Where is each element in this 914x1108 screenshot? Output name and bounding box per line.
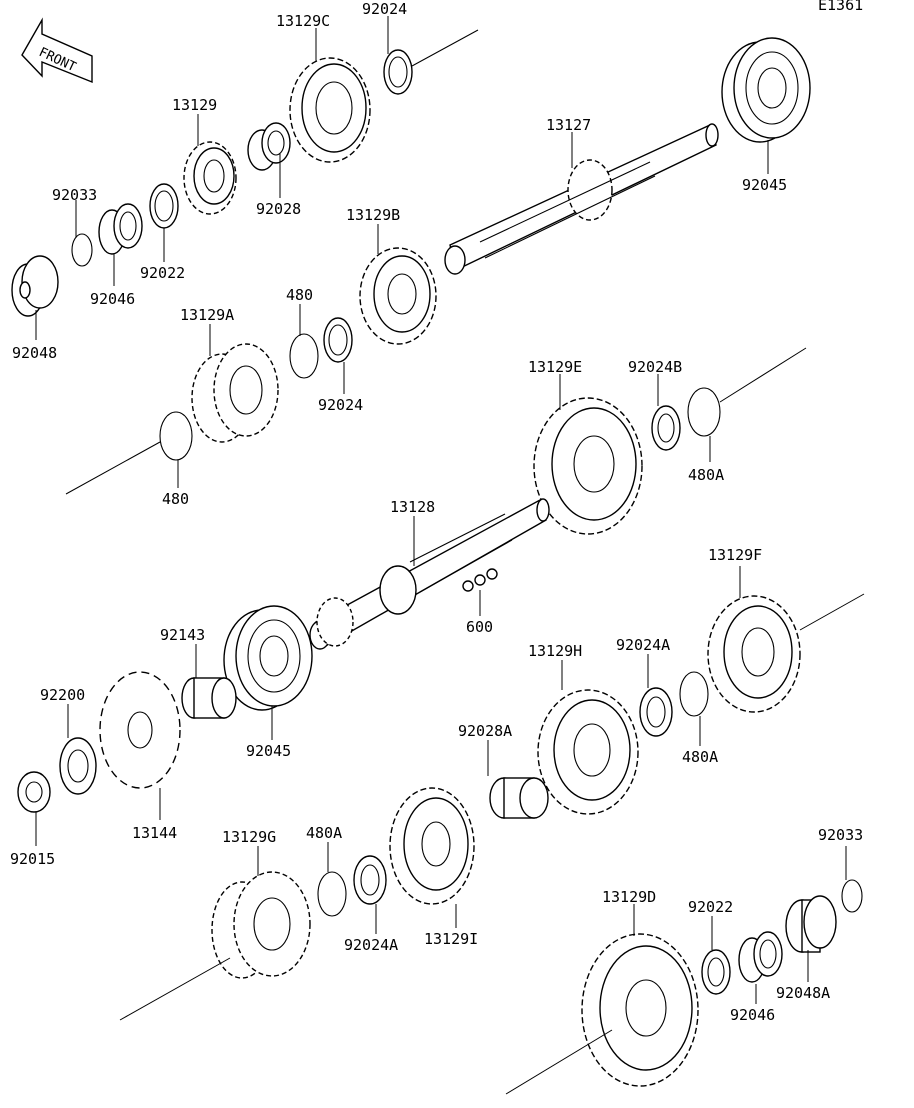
part-13129G[interactable] [211, 871, 311, 979]
part-92028A[interactable] [489, 777, 549, 819]
part-92045-top[interactable] [721, 37, 811, 143]
label-13129F: 13129F [708, 546, 762, 564]
label-600: 600 [466, 618, 493, 636]
label-92200: 92200 [40, 686, 85, 704]
label-92045-top: 92045 [742, 176, 787, 194]
part-480A-3[interactable] [317, 871, 347, 917]
diagram-code: E1361 [818, 0, 863, 14]
label-92022-bot: 92022 [688, 898, 733, 916]
part-92143[interactable] [181, 677, 237, 719]
label-92024-mid: 92024 [318, 396, 363, 414]
part-480-top[interactable] [289, 333, 319, 379]
part-13127[interactable] [444, 123, 719, 275]
label-480-mid: 480 [162, 490, 189, 508]
part-13129E[interactable] [533, 397, 643, 535]
label-13129A: 13129A [180, 306, 234, 324]
part-13129I[interactable] [389, 787, 475, 905]
label-13129H: 13129H [528, 642, 582, 660]
label-13129: 13129 [172, 96, 217, 114]
label-92015: 92015 [10, 850, 55, 868]
part-92022-top[interactable] [149, 183, 179, 229]
part-92200[interactable] [59, 737, 97, 795]
part-13129A[interactable] [191, 343, 279, 443]
label-480-top: 480 [286, 286, 313, 304]
label-13144: 13144 [132, 824, 177, 842]
label-13129I: 13129I [424, 930, 478, 948]
part-480A-1[interactable] [687, 387, 721, 437]
part-92046-top[interactable] [98, 203, 143, 255]
label-92143: 92143 [160, 626, 205, 644]
part-92046-bot[interactable] [738, 931, 783, 983]
part-480-mid[interactable] [159, 411, 193, 461]
label-92022-top: 92022 [140, 264, 185, 282]
part-13129B[interactable] [359, 247, 437, 345]
label-92024A-1: 92024A [616, 636, 670, 654]
label-92024B: 92024B [628, 358, 682, 376]
label-13129D: 13129D [602, 888, 656, 906]
part-13129F[interactable] [707, 595, 801, 713]
label-13129C: 13129C [276, 12, 330, 30]
part-600[interactable] [462, 568, 498, 592]
label-480A-3: 480A [306, 824, 342, 842]
part-92024A-1[interactable] [639, 687, 673, 737]
label-13127: 13127 [546, 116, 591, 134]
label-480A-1: 480A [688, 466, 724, 484]
part-92048A[interactable] [785, 895, 837, 953]
part-13144[interactable] [99, 671, 181, 789]
part-13128[interactable] [309, 498, 550, 650]
label-13129E: 13129E [528, 358, 582, 376]
part-13129C[interactable] [289, 57, 371, 163]
label-92028A: 92028A [458, 722, 512, 740]
label-92046-bot: 92046 [730, 1006, 775, 1024]
part-92033-top[interactable] [71, 233, 93, 267]
label-92033-top: 92033 [52, 186, 97, 204]
front-arrow-icon: FRONT [21, 17, 93, 84]
part-13129H[interactable] [537, 689, 639, 815]
part-92045-mid[interactable] [223, 605, 313, 711]
label-13128: 13128 [390, 498, 435, 516]
part-92028[interactable] [247, 122, 291, 171]
label-92033-bot: 92033 [818, 826, 863, 844]
part-13129D[interactable] [581, 933, 699, 1087]
label-92024A-2: 92024A [344, 936, 398, 954]
part-13129[interactable] [183, 141, 237, 215]
part-480A-2[interactable] [679, 671, 709, 717]
part-92024-mid[interactable] [323, 317, 353, 363]
label-92028: 92028 [256, 200, 301, 218]
label-92048: 92048 [12, 344, 57, 362]
part-92033-bot[interactable] [841, 879, 863, 913]
part-92024-top[interactable] [383, 49, 413, 95]
part-92048[interactable] [11, 255, 59, 317]
label-480A-2: 480A [682, 748, 718, 766]
part-92024B[interactable] [651, 405, 681, 451]
label-92046-top: 92046 [90, 290, 135, 308]
part-92015[interactable] [17, 771, 51, 813]
label-92048A: 92048A [776, 984, 830, 1002]
label-13129G: 13129G [222, 828, 276, 846]
label-92024-top: 92024 [362, 0, 407, 18]
label-92045-mid: 92045 [246, 742, 291, 760]
label-13129B: 13129B [346, 206, 400, 224]
part-92022-bot[interactable] [701, 949, 731, 995]
part-92024A-2[interactable] [353, 855, 387, 905]
